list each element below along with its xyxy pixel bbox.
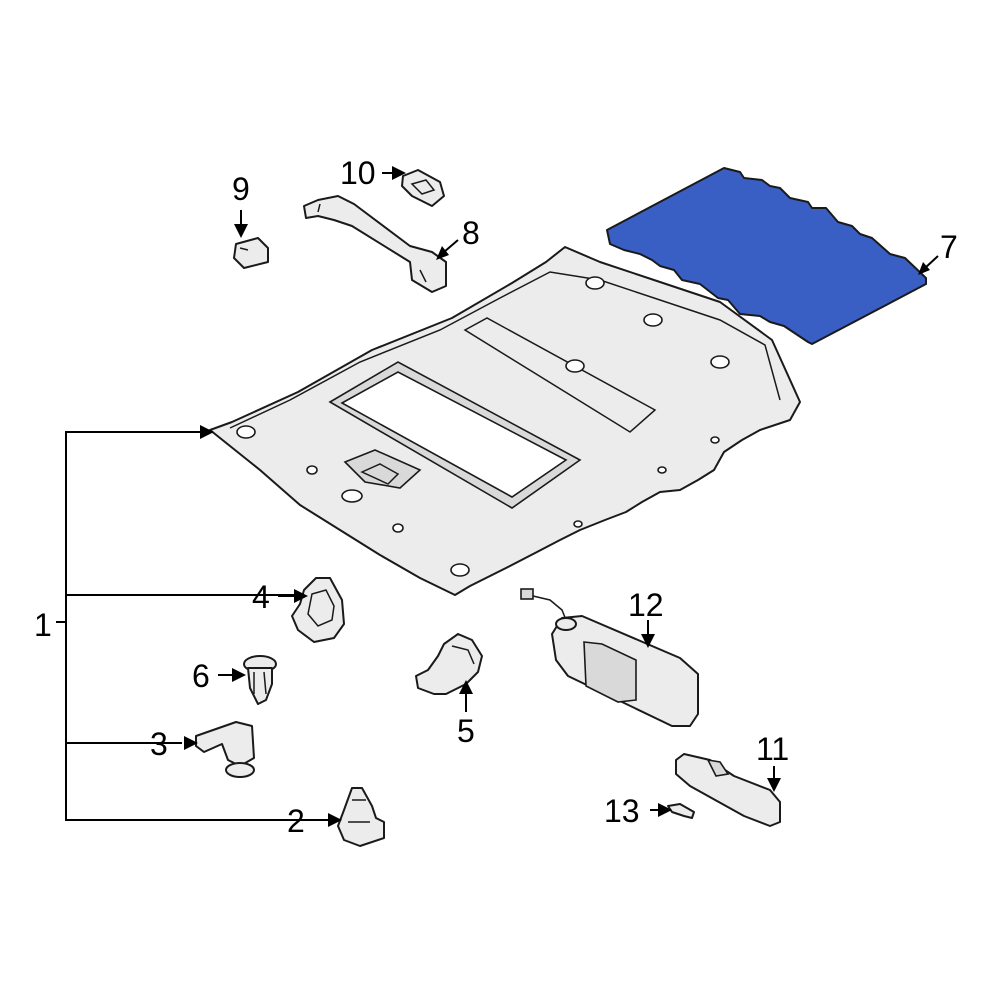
handle-cover-part[interactable] <box>401 169 445 207</box>
callout-2: 2 <box>287 803 305 839</box>
callout-6-arrow <box>218 668 246 682</box>
callout-7-arrow <box>918 255 939 275</box>
mirror-clip-13-part[interactable] <box>667 803 695 819</box>
callout-13-arrow <box>650 803 672 817</box>
coat-hook-3-part[interactable] <box>195 721 255 778</box>
visor-holder-5-part[interactable] <box>415 633 483 695</box>
callout-9: 9 <box>232 171 250 207</box>
callout-1: 1 <box>34 607 52 643</box>
callout-6: 6 <box>192 658 210 694</box>
callout-11: 11 <box>756 731 789 767</box>
callout-12-arrow <box>641 620 655 648</box>
callout-10: 10 <box>340 155 376 191</box>
callout-8: 8 <box>462 215 480 251</box>
grab-handle-part[interactable] <box>303 195 447 293</box>
visor-wire-connector <box>520 588 567 621</box>
callout-11-arrow <box>767 766 781 792</box>
bracket-cap-part[interactable] <box>233 237 269 269</box>
callout-1-bracket <box>56 425 334 821</box>
callout-3: 3 <box>150 726 168 762</box>
retainer-clip-4-part[interactable] <box>291 577 345 643</box>
callout-9-arrow <box>234 210 248 238</box>
callout-3-arrow <box>184 736 198 750</box>
callout-5-arrow <box>459 680 473 712</box>
callout-5: 5 <box>457 713 475 749</box>
callout-7: 7 <box>940 229 958 265</box>
insulator-pad-shape <box>606 167 927 345</box>
retainer-clip-2-part[interactable] <box>337 787 385 847</box>
callout-13: 13 <box>604 793 640 829</box>
insulator-pad-part[interactable] <box>606 167 927 345</box>
headliner-part[interactable] <box>209 246 801 596</box>
callout-2-arrow <box>314 813 342 827</box>
callout-10-arrow <box>382 166 406 180</box>
vanity-mirror-part[interactable] <box>675 753 781 827</box>
sun-visor-part[interactable] <box>551 615 699 727</box>
callout-8-arrow <box>436 239 459 260</box>
push-clip-6-part[interactable] <box>243 655 277 705</box>
callout-12: 12 <box>628 587 664 623</box>
callout-4-arrow <box>278 589 308 603</box>
callout-4: 4 <box>252 579 270 615</box>
